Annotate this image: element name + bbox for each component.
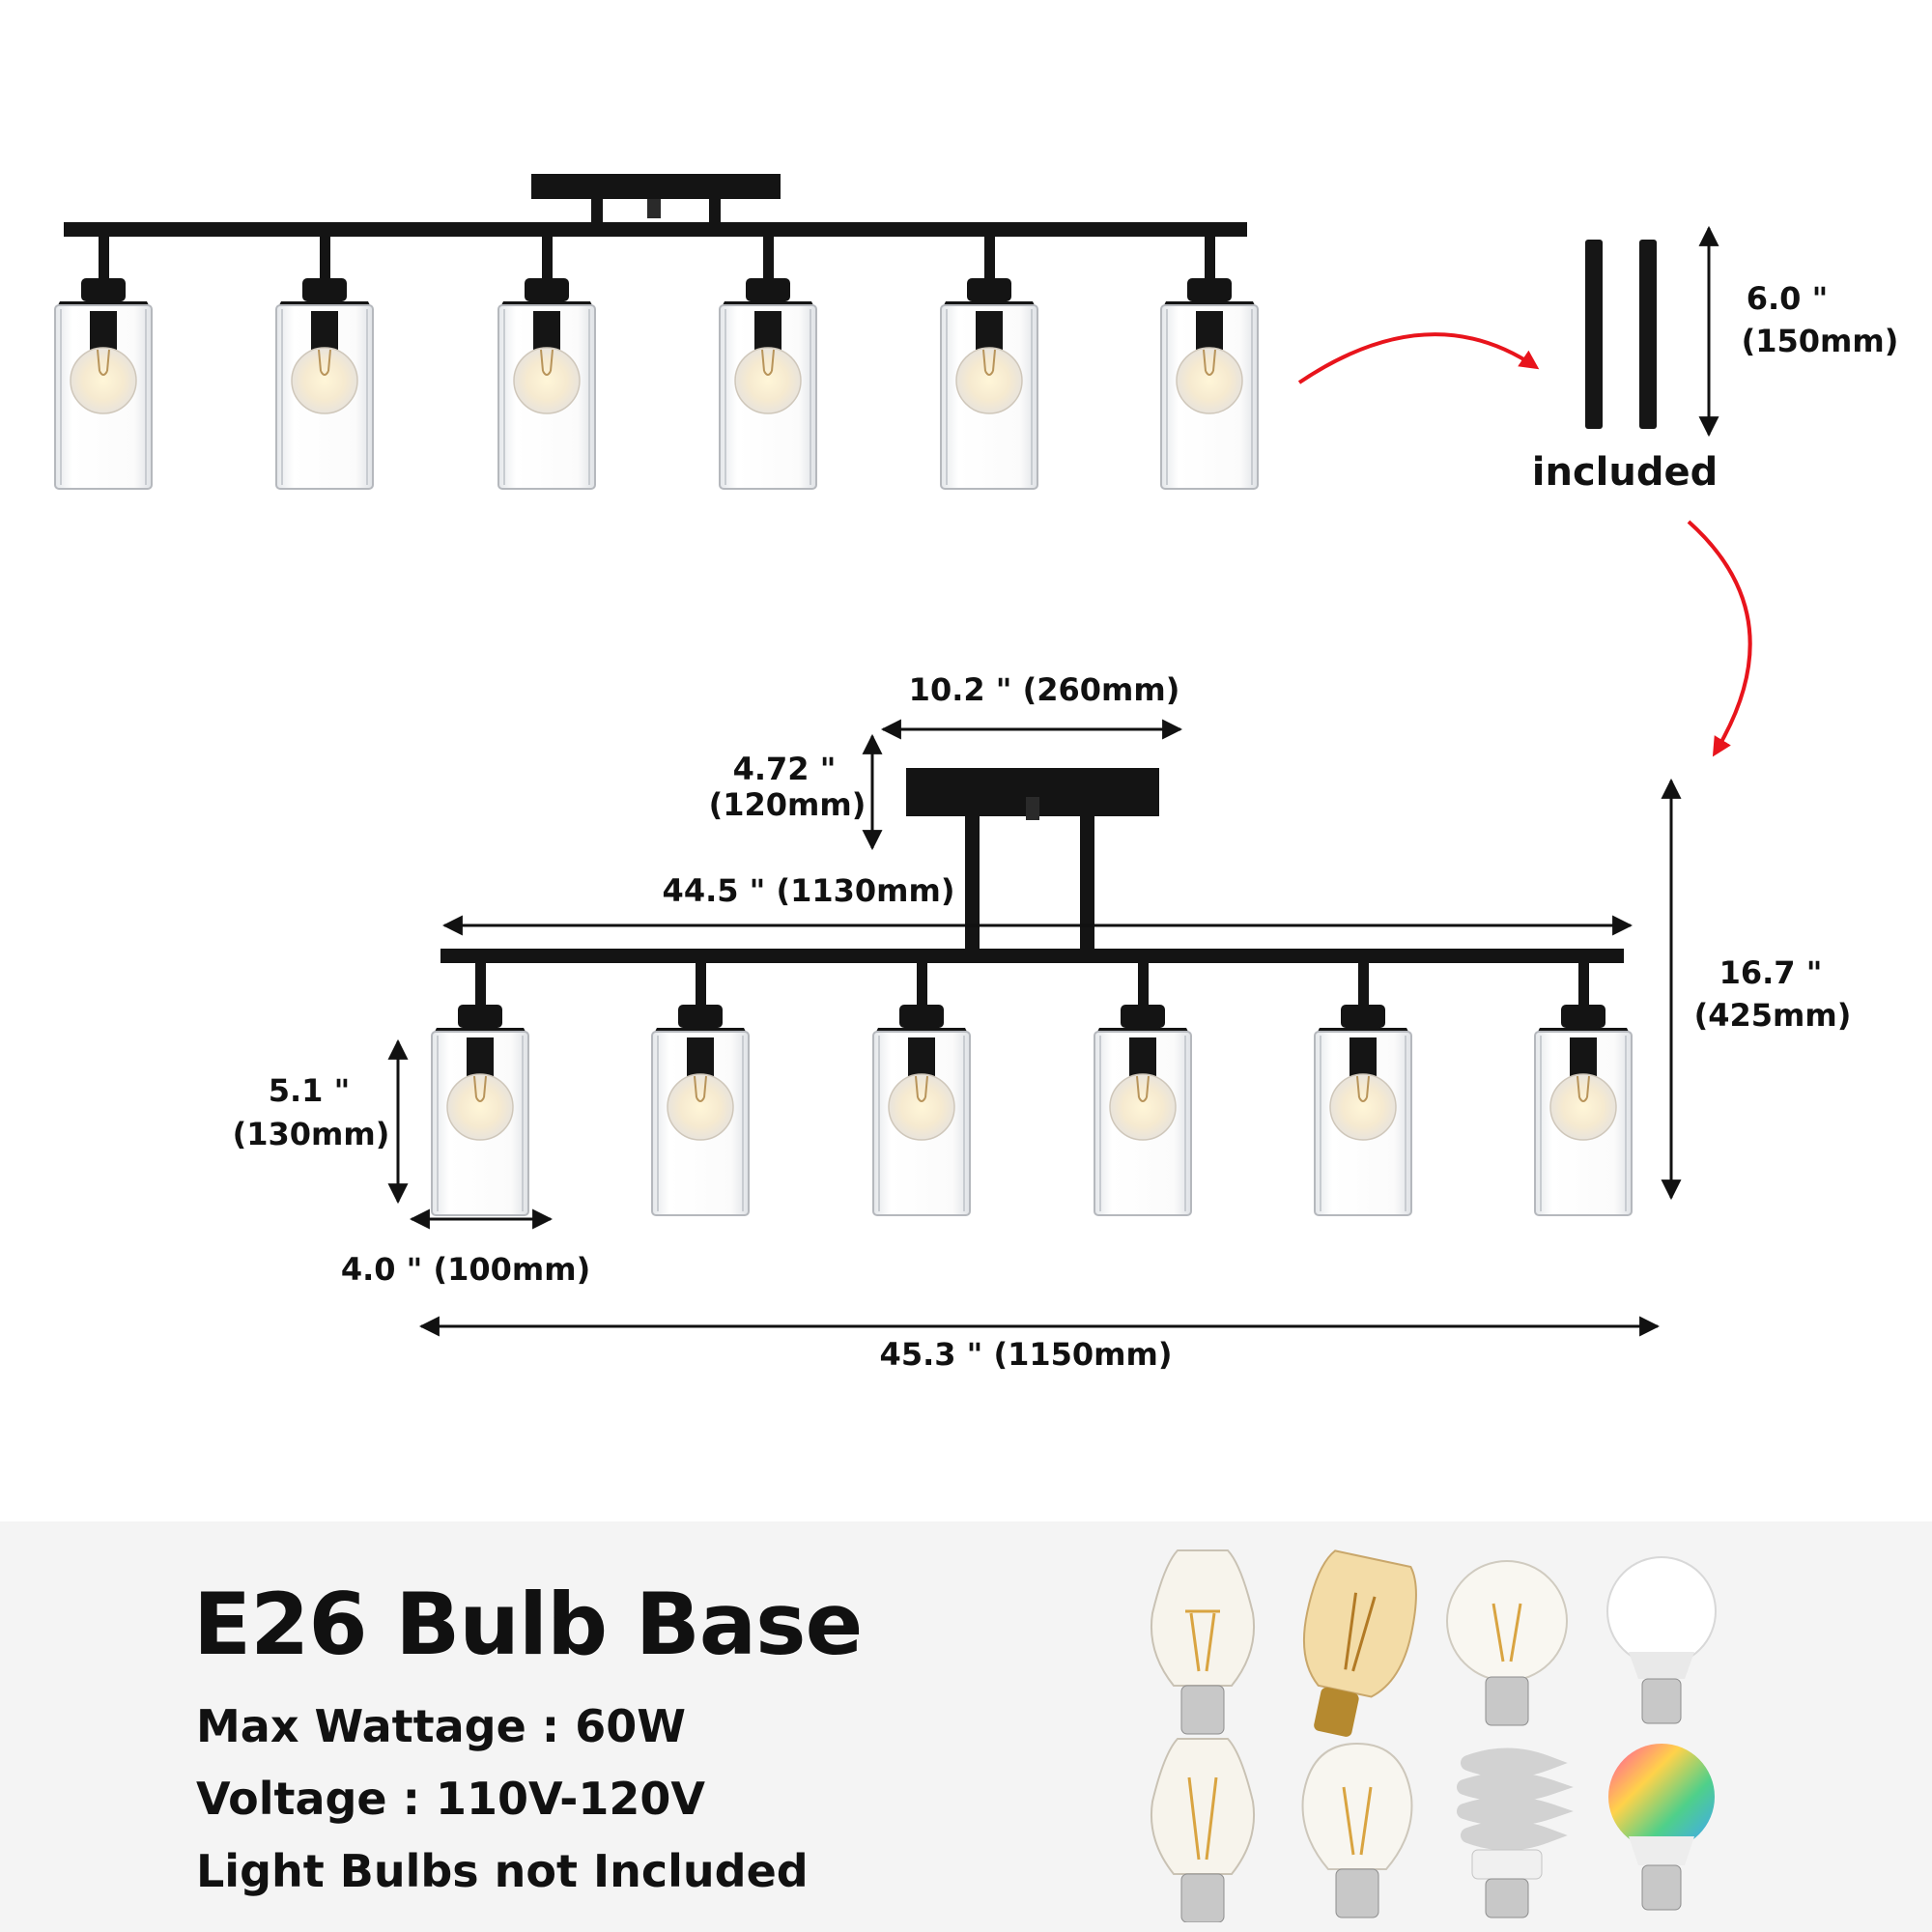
total-height-label: 16.7 " bbox=[1719, 954, 1823, 991]
spec-footer bbox=[0, 1521, 1932, 1932]
rod-height-label: 6.0 " bbox=[1747, 280, 1829, 317]
max-wattage-text: Max Wattage : 60W bbox=[196, 1700, 686, 1752]
rod-height-mm-label: (150mm) bbox=[1742, 323, 1899, 359]
voltage-text: Voltage : 110V-120V bbox=[196, 1773, 706, 1825]
shade-height-mm-label: (130mm) bbox=[233, 1116, 390, 1152]
extension-rods bbox=[1585, 240, 1657, 429]
bar-length-label: 44.5 " (1130mm) bbox=[663, 872, 955, 909]
bulbs-not-included-text: Light Bulbs not Included bbox=[196, 1845, 809, 1897]
globe-filament-bulb-icon bbox=[1446, 1560, 1568, 1726]
fixture-flush-mount bbox=[54, 174, 1259, 490]
bulb-base-title: E26 Bulb Base bbox=[193, 1575, 863, 1674]
canopy-width-label: 10.2 " (260mm) bbox=[909, 671, 1180, 708]
led-a19-bulb-icon bbox=[1606, 1556, 1717, 1724]
rods-included-label: included bbox=[1532, 450, 1718, 495]
shade-width-label: 4.0 " (100mm) bbox=[341, 1251, 590, 1288]
amber-tube-bulb-icon bbox=[1302, 1549, 1417, 1737]
shade-height-label: 5.1 " bbox=[269, 1072, 351, 1109]
st64-clear-bulb-icon bbox=[1150, 1738, 1256, 1922]
red-arrow-to-rods-icon bbox=[1297, 332, 1540, 384]
rgb-smart-bulb-icon bbox=[1608, 1744, 1715, 1911]
compatible-bulbs-grid bbox=[1150, 1549, 1717, 1922]
a19-filament-bulb-icon bbox=[1301, 1742, 1413, 1918]
total-height-mm-label: (425mm) bbox=[1694, 997, 1852, 1034]
canopy-height-mm-label: (120mm) bbox=[709, 786, 867, 823]
overall-length-label: 45.3 " (1150mm) bbox=[880, 1336, 1173, 1373]
red-arrow-to-semi-flush-icon bbox=[1687, 520, 1752, 757]
fixture-semi-flush-mount bbox=[431, 768, 1633, 1216]
st64-filament-bulb-icon bbox=[1150, 1549, 1256, 1735]
spiral-cfl-bulb-icon bbox=[1457, 1747, 1574, 1918]
canopy-height-label: 4.72 " bbox=[733, 751, 837, 787]
